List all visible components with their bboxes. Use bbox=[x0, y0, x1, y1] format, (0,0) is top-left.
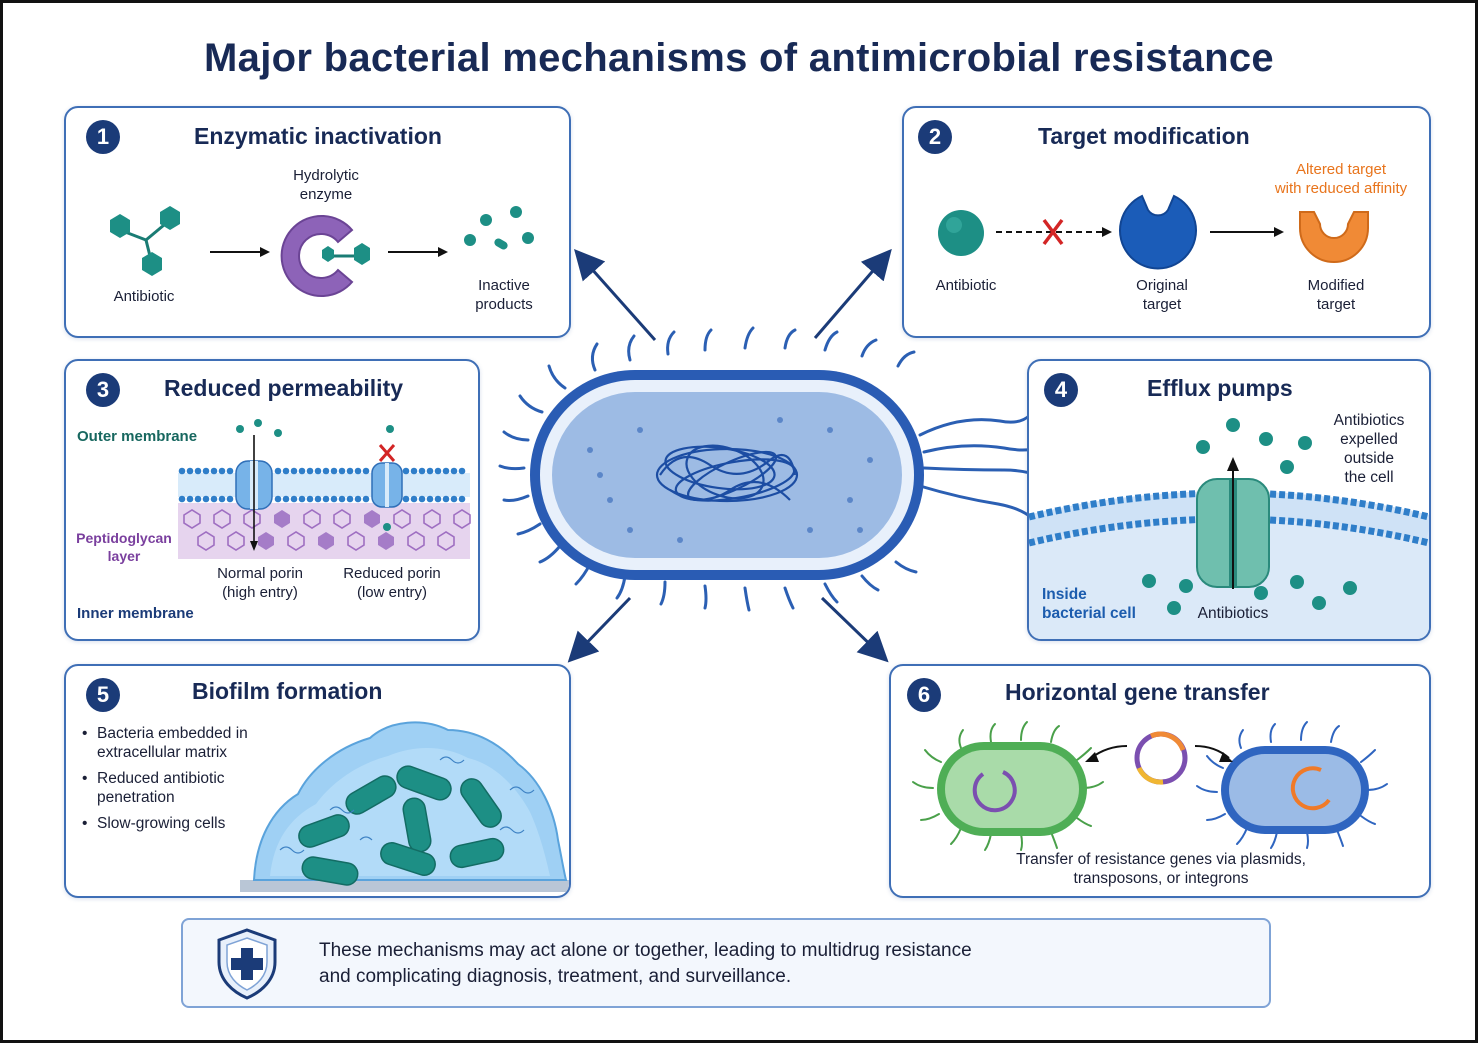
footer-note: These mechanisms may act alone or togeth… bbox=[181, 918, 1271, 1008]
efflux-membrane-diagram bbox=[1029, 418, 1429, 639]
antibiotics-label: Antibiotics bbox=[1197, 605, 1269, 622]
original-target-icon bbox=[1119, 194, 1197, 270]
gene-transfer-illustration bbox=[912, 721, 1388, 851]
normal-porin-label: Normal porin(high entry) bbox=[217, 565, 303, 601]
inner-membrane-label: Inner membrane bbox=[77, 605, 194, 622]
outer-membrane-label: Outer membrane bbox=[77, 428, 198, 445]
antibiotic-label: Antibiotic bbox=[935, 277, 997, 294]
bullet-item: Reduced antibiotic penetration bbox=[82, 769, 282, 807]
panel-title: Reduced permeability bbox=[164, 375, 404, 401]
biofilm-bullets: Bacteria embedded in extracellular matri… bbox=[82, 724, 282, 840]
inactive-products-icon bbox=[464, 206, 534, 250]
page-title: Major bacterial mechanisms of antimicrob… bbox=[204, 36, 1274, 80]
shield-cross-icon bbox=[217, 928, 277, 1000]
modified-target-icon bbox=[1299, 211, 1369, 263]
arrow-1b bbox=[388, 247, 448, 257]
footer-text: These mechanisms may act alone or togeth… bbox=[319, 940, 972, 987]
panel-reduced-permeability: 3 Reduced permeability Outer membrane Pe… bbox=[64, 359, 480, 641]
biofilm-illustration bbox=[240, 721, 569, 892]
arrow-2 bbox=[1210, 227, 1284, 237]
panel-number: 5 bbox=[86, 678, 120, 712]
panel-number: 2 bbox=[918, 120, 952, 154]
membrane-diagram bbox=[178, 419, 471, 559]
central-bacterium bbox=[498, 326, 1042, 612]
bullet-item: Bacteria embedded in extracellular matri… bbox=[82, 724, 282, 762]
bullet-item: Slow-growing cells bbox=[82, 814, 282, 833]
panel-number: 1 bbox=[86, 120, 120, 154]
antibiotic-circle bbox=[938, 210, 984, 256]
antibiotic-molecule bbox=[110, 206, 180, 276]
panel-horizontal-gene-transfer: 6 Horizontal gene transfer Transfer of r… bbox=[889, 664, 1431, 898]
panel-number: 3 bbox=[86, 373, 120, 407]
panel-title: Efflux pumps bbox=[1147, 375, 1293, 401]
panel-number: 4 bbox=[1044, 373, 1078, 407]
gene-transfer-caption: Transfer of resistance genes via plasmid… bbox=[1016, 851, 1306, 887]
panel-title: Enzymatic inactivation bbox=[194, 123, 442, 149]
reduced-porin-label: Reduced porin(low entry) bbox=[343, 565, 441, 601]
arrow-1a bbox=[210, 247, 270, 257]
panel-title: Target modification bbox=[1038, 123, 1250, 149]
panel-title: Biofilm formation bbox=[192, 678, 383, 704]
hydrolytic-enzyme-icon bbox=[280, 215, 370, 297]
panel-number: 6 bbox=[907, 678, 941, 712]
panel-title: Horizontal gene transfer bbox=[1005, 679, 1270, 705]
panel-biofilm-formation: 5 Biofilm formation Bacteria embedded in… bbox=[64, 664, 571, 898]
antibiotic-label: Antibiotic bbox=[113, 288, 175, 305]
blocked-arrow bbox=[996, 218, 1112, 246]
